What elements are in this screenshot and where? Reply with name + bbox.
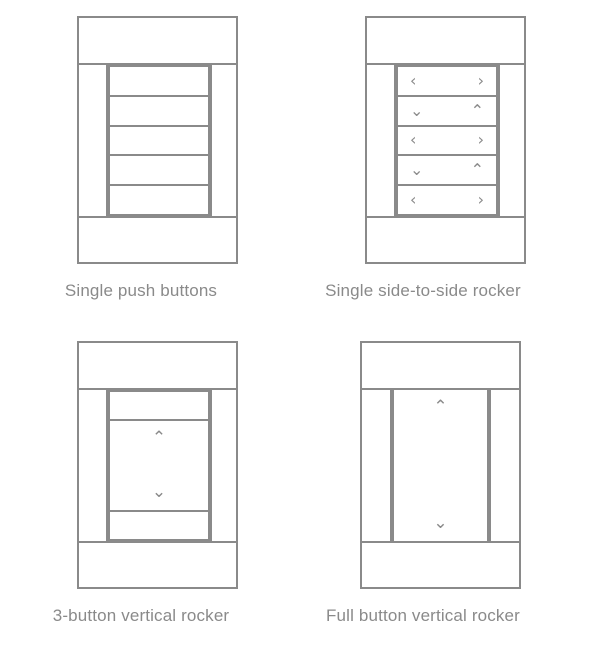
- push-button-1[interactable]: [108, 65, 210, 97]
- diagram-single-side-to-side-rocker: ‹ › ⌄ ⌃ ‹ › ⌄ ⌃: [282, 0, 564, 325]
- plate-right-rail: [210, 390, 236, 541]
- vertical-rocker-button[interactable]: ⌃ ⌄: [108, 419, 210, 512]
- diagram-3-button-vertical-rocker: ⌃ ⌄ 3-button vertical rocker: [0, 325, 282, 650]
- chevron-down-icon[interactable]: ⌄: [410, 100, 424, 120]
- plate-middle-band: ⌃ ⌄: [79, 390, 236, 541]
- push-button-3[interactable]: [108, 124, 210, 157]
- plate-middle-band: [79, 65, 236, 216]
- chevron-down-icon[interactable]: ⌄: [151, 482, 167, 502]
- button-column: ⌃ ⌄: [108, 390, 210, 541]
- chevron-right-icon[interactable]: ›: [477, 130, 484, 150]
- chevron-up-icon[interactable]: ⌃: [470, 160, 484, 180]
- chevron-left-icon[interactable]: ‹: [410, 190, 417, 210]
- rocker-button-3[interactable]: ‹ ›: [396, 124, 498, 157]
- plate-middle-band: ⌃ ⌄: [362, 390, 519, 541]
- diagram-caption: Single side-to-side rocker: [325, 281, 521, 300]
- diagram-single-push-buttons: Single push buttons: [0, 0, 282, 325]
- button-column: ‹ › ⌄ ⌃ ‹ › ⌄ ⌃: [396, 65, 498, 216]
- chevron-right-icon[interactable]: ›: [477, 70, 484, 90]
- plate-left-rail: [367, 65, 396, 216]
- plate-right-rail: [210, 65, 236, 216]
- chevron-up-icon[interactable]: ⌃: [433, 397, 448, 417]
- switch-plate: ‹ › ⌄ ⌃ ‹ › ⌄ ⌃: [365, 16, 526, 264]
- plate-top-band: [79, 18, 236, 65]
- plate-bottom-band: [367, 216, 524, 262]
- chevron-up-icon[interactable]: ⌃: [470, 100, 484, 120]
- push-button-5[interactable]: [108, 184, 210, 216]
- bottom-button[interactable]: [108, 510, 210, 541]
- plate-bottom-band: [79, 216, 236, 262]
- chevron-left-icon[interactable]: ‹: [410, 130, 417, 150]
- plate-top-band: [362, 343, 519, 390]
- plate-bottom-band: [362, 541, 519, 587]
- chevron-left-icon[interactable]: ‹: [410, 70, 417, 90]
- push-button-4[interactable]: [108, 154, 210, 187]
- plate-middle-band: ‹ › ⌄ ⌃ ‹ › ⌄ ⌃: [367, 65, 524, 216]
- switch-plate: ⌃ ⌄: [77, 341, 238, 589]
- button-column: ⌃ ⌄: [392, 390, 489, 541]
- rocker-button-2[interactable]: ⌄ ⌃: [396, 94, 498, 127]
- plate-left-rail: [362, 390, 392, 541]
- diagram-full-button-vertical-rocker: ⌃ ⌄ Full button vertical rocker: [282, 325, 564, 650]
- full-height-rocker-button[interactable]: ⌃ ⌄: [392, 390, 489, 541]
- diagram-caption: 3-button vertical rocker: [52, 606, 230, 625]
- chevron-down-icon[interactable]: ⌄: [410, 160, 424, 180]
- diagram-caption: Single push buttons: [64, 281, 218, 300]
- plate-left-rail: [79, 65, 108, 216]
- plate-top-band: [367, 18, 524, 65]
- switch-plate: [77, 16, 238, 264]
- button-column: [108, 65, 210, 216]
- switch-plate: ⌃ ⌄: [360, 341, 521, 589]
- top-button[interactable]: [108, 390, 210, 421]
- diagram-caption: Full button vertical rocker: [326, 606, 520, 625]
- rocker-button-1[interactable]: ‹ ›: [396, 65, 498, 97]
- plate-bottom-band: [79, 541, 236, 587]
- plate-top-band: [79, 343, 236, 390]
- plate-right-rail: [489, 390, 519, 541]
- push-button-2[interactable]: [108, 94, 210, 127]
- rocker-button-4[interactable]: ⌄ ⌃: [396, 154, 498, 187]
- plate-right-rail: [498, 65, 524, 216]
- chevron-right-icon[interactable]: ›: [477, 190, 484, 210]
- chevron-up-icon[interactable]: ⌃: [151, 428, 167, 448]
- plate-left-rail: [79, 390, 108, 541]
- rocker-button-5[interactable]: ‹ ›: [396, 184, 498, 216]
- chevron-down-icon[interactable]: ⌄: [433, 513, 448, 533]
